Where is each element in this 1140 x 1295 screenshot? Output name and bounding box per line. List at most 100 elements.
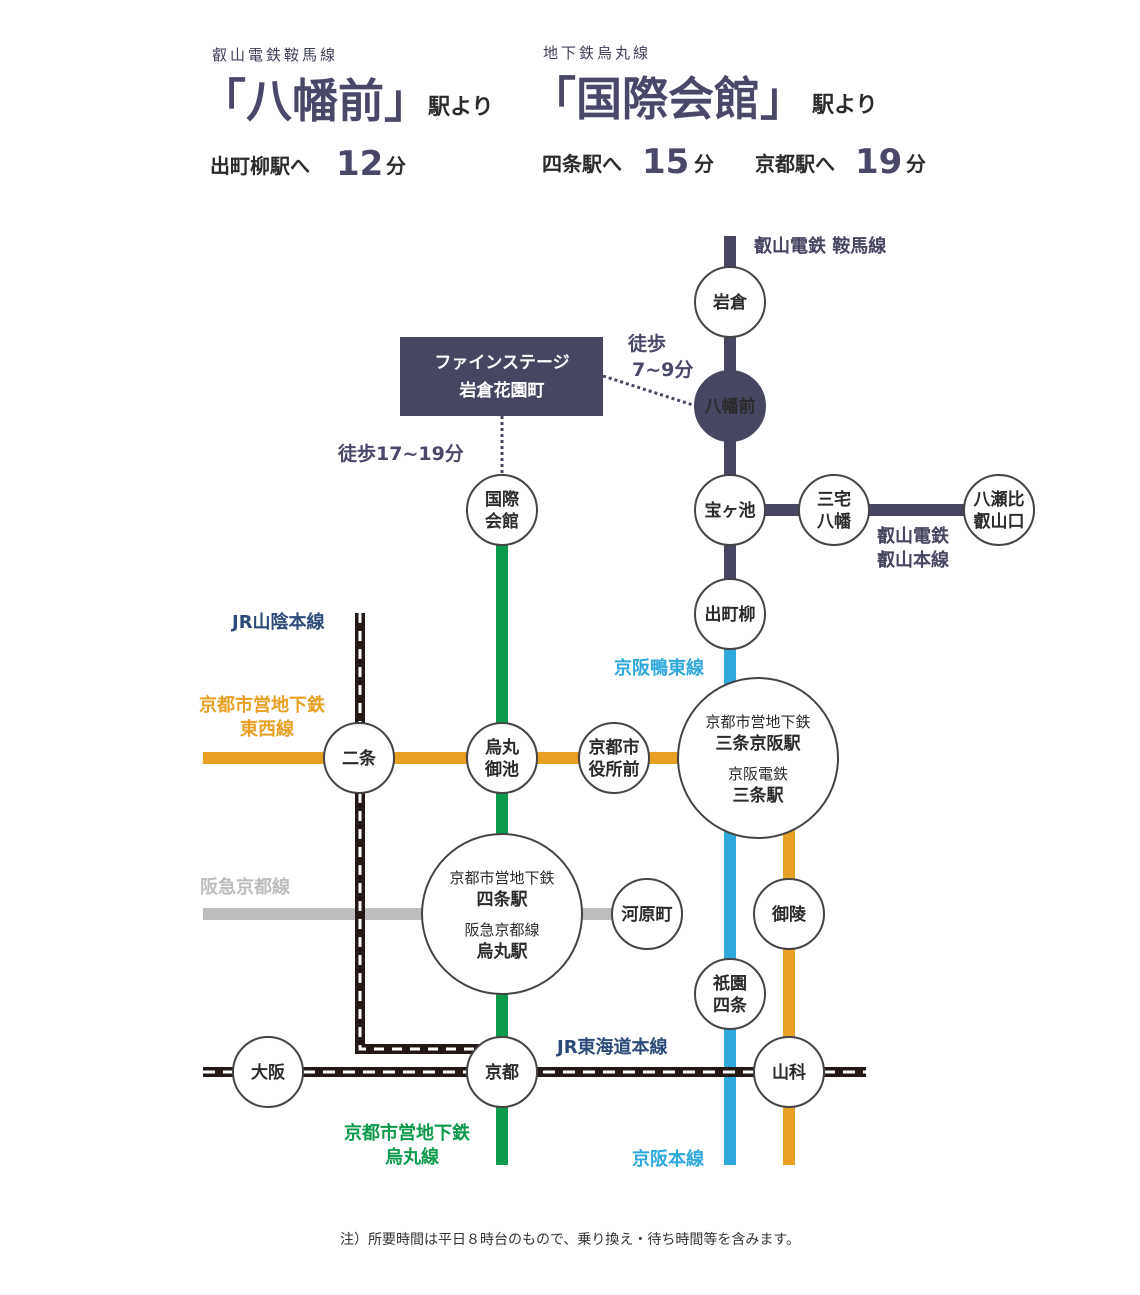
station-label-yasehiei-0: 八瀬比 bbox=[974, 489, 1025, 510]
station-label-iwakura-0: 岩倉 bbox=[712, 292, 748, 313]
walk-label-kokusai: 徒歩17~19分 bbox=[337, 442, 464, 465]
station-label-takaragaike-0: 宝ヶ池 bbox=[705, 500, 756, 521]
walk-link-yahatamae bbox=[602, 374, 697, 408]
station-circle-demachi bbox=[694, 578, 766, 650]
stations: 岩倉八幡前宝ヶ池三宅八幡八瀬比叡山口出町柳国際会館二条烏丸御池京都市役所前京都市… bbox=[232, 266, 1035, 1108]
line-label-tozai-2: 東西線 bbox=[240, 718, 294, 740]
station-demachi: 出町柳 bbox=[694, 578, 766, 650]
station-osaka: 大阪 bbox=[232, 1036, 304, 1108]
destination-box-bg bbox=[400, 337, 603, 416]
header-right-minutes2: 19 bbox=[855, 142, 902, 182]
footnote: 注）所要時間は平日８時台のもので、乗り換え・待ち時間等を含みます。 bbox=[340, 1231, 800, 1248]
station-label-yasehiei-1: 叡山口 bbox=[973, 511, 1025, 532]
station-nijo: 二条 bbox=[323, 722, 395, 794]
line-label-eizan-main-1: 叡山電鉄 bbox=[876, 525, 949, 547]
station-circle-shijo bbox=[421, 833, 583, 995]
station-label-yamashina-0: 山科 bbox=[772, 1062, 806, 1083]
station-label-sanjo-1: 三条京阪駅 bbox=[716, 733, 802, 754]
station-label-shijo-2: 阪急京都線 bbox=[464, 921, 539, 939]
header-right-station: 「国際会館」 bbox=[530, 72, 806, 126]
header-left-dest: 出町柳駅へ bbox=[210, 154, 310, 178]
station-label-oike-1: 御池 bbox=[484, 759, 519, 780]
walk-label-yahatamae-2: 7~9分 bbox=[632, 359, 693, 381]
station-label-kokusai-0: 国際 bbox=[485, 489, 520, 510]
station-label-miyake-0: 三宅 bbox=[817, 489, 851, 510]
header-left-line-name: 叡山電鉄鞍馬線 bbox=[212, 46, 338, 64]
line-label-karasuma-1: 京都市営地下鉄 bbox=[344, 1122, 470, 1144]
station-label-oike-0: 烏丸 bbox=[485, 737, 520, 758]
station-label-kokusai-1: 会館 bbox=[485, 511, 519, 532]
station-circle-takaragaike bbox=[694, 474, 766, 546]
header-right-dest1: 四条駅へ bbox=[542, 152, 622, 176]
line-label-eizan-kurama: 叡山電鉄 鞍馬線 bbox=[753, 235, 886, 257]
station-yamashina: 山科 bbox=[753, 1036, 825, 1108]
station-circle-miyake bbox=[798, 474, 870, 546]
station-label-gion-0: 祇園 bbox=[712, 973, 747, 994]
station-label-misasagi-0: 御陵 bbox=[771, 904, 807, 925]
station-label-demachi-0: 出町柳 bbox=[705, 604, 756, 625]
station-iwakura: 岩倉 bbox=[694, 266, 766, 338]
station-label-kyoto-0: 京都 bbox=[485, 1062, 519, 1083]
station-label-shiyakusho-1: 役所前 bbox=[589, 759, 640, 780]
station-label-kawaramachi-0: 河原町 bbox=[622, 905, 673, 925]
station-circle-nijo bbox=[323, 722, 395, 794]
station-circle-yamashina bbox=[753, 1036, 825, 1108]
line-labels: 叡山電鉄 鞍馬線 叡山電鉄 叡山本線 JR山陰本線 京都市営地下鉄 東西線 阪急… bbox=[199, 235, 949, 1170]
line-label-jr-sanin: JR山陰本線 bbox=[230, 611, 325, 633]
station-circle-gion bbox=[694, 958, 766, 1030]
station-circle-kokusai bbox=[466, 474, 538, 546]
header-right-unit2: 分 bbox=[906, 152, 926, 176]
header-right-suffix: 駅より bbox=[812, 93, 878, 118]
station-circle-iwakura bbox=[694, 266, 766, 338]
header-right-dest2: 京都駅へ bbox=[755, 152, 835, 176]
destination-line2: 岩倉花園町 bbox=[459, 380, 545, 401]
station-label-sanjo-3: 三条駅 bbox=[733, 785, 785, 806]
line-label-jr-tokaido: JR東海道本線 bbox=[555, 1036, 668, 1058]
line-label-hankyu: 阪急京都線 bbox=[200, 876, 290, 898]
line-label-karasuma-2: 烏丸線 bbox=[385, 1146, 439, 1168]
station-circle-sanjo bbox=[677, 677, 839, 839]
station-label-sanjo-2: 京阪電鉄 bbox=[728, 765, 788, 783]
station-takaragaike: 宝ヶ池 bbox=[694, 474, 766, 546]
station-yahatamae: 八幡前 bbox=[694, 370, 766, 442]
station-label-nijo-0: 二条 bbox=[342, 748, 377, 769]
header: 叡山電鉄鞍馬線 「八幡前」 駅より 出町柳駅へ 12 分 地下鉄烏丸線 「国際会… bbox=[200, 44, 926, 184]
station-kawaramachi: 河原町 bbox=[611, 878, 683, 950]
station-label-yahatamae-0: 八幡前 bbox=[705, 396, 756, 417]
station-circle-kawaramachi bbox=[611, 878, 683, 950]
header-right-line-name: 地下鉄烏丸線 bbox=[543, 44, 651, 62]
station-circle-yasehiei bbox=[963, 474, 1035, 546]
station-label-shijo-0: 京都市営地下鉄 bbox=[449, 869, 554, 887]
destination-line1: ファインステージ bbox=[434, 353, 569, 373]
station-circle-oike bbox=[466, 722, 538, 794]
station-circle-misasagi bbox=[753, 878, 825, 950]
station-label-shijo-3: 烏丸駅 bbox=[477, 941, 529, 962]
header-left-suffix: 駅より bbox=[428, 95, 494, 120]
line-label-eizan-main-2: 叡山本線 bbox=[876, 549, 949, 571]
header-left-minutes: 12 bbox=[336, 144, 383, 184]
line-label-keihan-main: 京阪本線 bbox=[632, 1148, 704, 1170]
station-circle-osaka bbox=[232, 1036, 304, 1108]
station-label-shijo-1: 四条駅 bbox=[477, 889, 529, 910]
header-left-station: 「八幡前」 bbox=[200, 74, 430, 128]
destination-box: ファインステージ 岩倉花園町 bbox=[400, 337, 603, 416]
header-right-minutes1: 15 bbox=[642, 142, 689, 182]
station-label-miyake-1: 八幡 bbox=[817, 511, 852, 532]
station-circle-kyoto bbox=[466, 1036, 538, 1108]
station-misasagi: 御陵 bbox=[753, 878, 825, 950]
line-label-keihan-oto: 京阪鴨東線 bbox=[614, 657, 704, 679]
station-kokusai: 国際会館 bbox=[466, 474, 538, 546]
station-label-shiyakusho-0: 京都市 bbox=[589, 737, 640, 758]
header-right-unit1: 分 bbox=[694, 152, 714, 176]
station-circle-yahatamae bbox=[694, 370, 766, 442]
station-label-osaka-0: 大阪 bbox=[251, 1062, 285, 1083]
header-left-unit: 分 bbox=[386, 154, 406, 178]
station-label-sanjo-0: 京都市営地下鉄 bbox=[705, 713, 810, 731]
